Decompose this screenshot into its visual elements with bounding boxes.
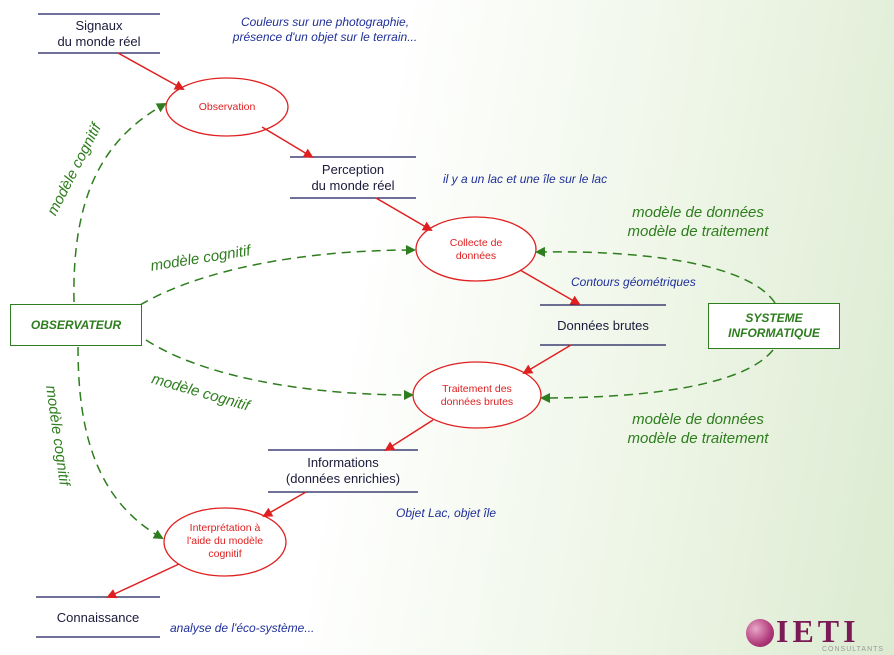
process-collecte: Collecte de données: [420, 237, 532, 263]
annotation-couleurs: Couleurs sur une photographie, présence …: [200, 15, 450, 45]
actor-systeme-line-2: INFORMATIQUE: [728, 326, 820, 340]
store-signaux-line-1: Signaux: [75, 18, 123, 33]
process-interpretation-line-2: l'aide du modèle: [186, 535, 264, 547]
process-interpretation-line-3: cognitif: [208, 548, 242, 560]
ieti-logo: IETI CONSULTANTS: [742, 613, 894, 655]
store-informations-line-2: (données enrichies): [285, 471, 401, 486]
logo-text: IETI: [776, 613, 860, 649]
logo-emblem-icon: [746, 619, 774, 647]
process-interpretation-line-1: Interprétation à: [189, 522, 261, 534]
arrow-donnees-traitement: [522, 344, 572, 375]
store-signaux: Signaux du monde réel: [38, 18, 160, 50]
label-modele-donnees-top-line-2: modèle de traitement: [627, 223, 769, 240]
arrow-signaux-observation: [117, 52, 185, 90]
store-signaux-line-2: du monde réel: [57, 34, 141, 49]
store-informations-line-1: Informations: [307, 455, 379, 470]
label-modele-donnees-bottom: modèle de données modèle de traitement: [598, 410, 798, 448]
arrow-systeme-collecte: [535, 246, 776, 304]
arrow-observateur-observation: [73, 103, 167, 303]
label-modele-donnees-bottom-line-2: modèle de traitement: [627, 430, 769, 447]
process-traitement-line-1: Traitement des: [442, 383, 512, 395]
arrow-systeme-traitement: [540, 349, 774, 403]
process-interpretation: Interprétation à l'aide du modèle cognit…: [169, 522, 281, 561]
arrow-observateur-interpretation: [77, 346, 164, 539]
actor-observateur: OBSERVATEUR: [10, 304, 142, 346]
flow-arrows: [106, 52, 581, 599]
annotation-couleurs-line-1: Couleurs sur une photographie,: [240, 15, 410, 29]
actor-systeme-line-1: SYSTEME: [745, 311, 803, 325]
arrow-collecte-donnees: [519, 269, 581, 305]
store-informations: Informations (données enrichies): [268, 455, 418, 487]
label-modele-donnees-top: modèle de données modèle de traitement: [598, 203, 798, 241]
process-traitement: Traitement des données brutes: [417, 383, 537, 409]
arrow-perception-collecte: [375, 197, 433, 232]
annotation-objet-lac: Objet Lac, objet île: [396, 506, 497, 520]
arrow-observation-perception: [261, 126, 314, 159]
arrow-observateur-traitement: [145, 339, 414, 400]
process-ellipses: [163, 77, 542, 577]
arrow-informations-interpretation: [262, 491, 307, 517]
annotation-contours: Contours géométriques: [571, 275, 696, 289]
annotation-lac: il y a un lac et une île sur le lac: [443, 172, 608, 186]
model-arrows: [73, 103, 776, 539]
annotation-analyse: analyse de l'éco-système...: [170, 621, 315, 635]
store-connaissance: Connaissance: [56, 610, 140, 625]
process-collecte-line-1: Collecte de: [449, 237, 503, 249]
interpretation-ellipse: [163, 507, 287, 577]
logo-subtext: CONSULTANTS: [822, 646, 885, 653]
store-donnees-brutes: Données brutes: [557, 318, 649, 333]
label-modele-donnees-top-line-1: modèle de données: [632, 204, 764, 221]
process-collecte-line-2: données: [455, 250, 497, 262]
store-perception: Perception du monde réel: [290, 162, 416, 194]
arrow-observateur-collecte: [139, 245, 416, 306]
process-observation: Observation: [198, 101, 256, 113]
store-perception-line-2: du monde réel: [311, 178, 395, 193]
annotation-couleurs-line-2: présence d'un objet sur le terrain...: [232, 30, 418, 44]
store-perception-line-1: Perception: [321, 162, 385, 177]
arrow-traitement-informations: [384, 419, 434, 452]
process-traitement-line-2: données brutes: [440, 396, 514, 408]
actor-systeme-informatique: SYSTEME INFORMATIQUE: [708, 303, 840, 349]
arrow-interpretation-connaissance: [106, 563, 180, 599]
label-modele-donnees-bottom-line-1: modèle de données: [632, 411, 764, 428]
